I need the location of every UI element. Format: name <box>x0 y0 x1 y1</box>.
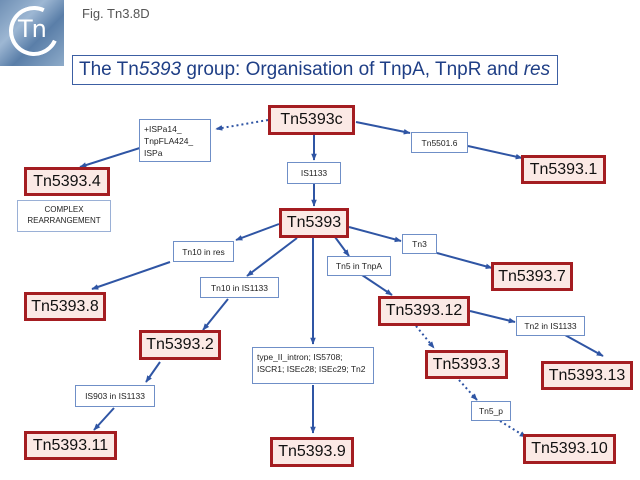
link-tn3-to-tn5393-7 <box>436 252 493 270</box>
link-tn5393-to-tn5tnpa <box>334 236 350 257</box>
link-tn5393-to-tn3 <box>348 226 402 243</box>
node-tn5393-2: Tn5393.2 <box>139 330 221 360</box>
edge-label-tn5p: Tn5_p <box>471 401 511 421</box>
edge-label-tn2-is1133: Tn2 in IS1133 <box>516 316 585 336</box>
node-tn5393-8: Tn5393.8 <box>24 292 106 321</box>
tn-logo: Tn <box>0 0 64 66</box>
link-tn5393c-to-ispa <box>215 119 269 131</box>
edge-label-tn10-res: Tn10 in res <box>173 241 234 262</box>
node-tn5393-13: Tn5393.13 <box>541 361 633 390</box>
link-tn5393-12-to-tn2 <box>469 310 516 324</box>
link-tn5p-to-tn5393-10 <box>499 420 527 438</box>
node-tn5393-11: Tn5393.11 <box>24 431 117 460</box>
edge-label-is903: IS903 in IS1133 <box>75 385 155 407</box>
link-tn5393-to-tn10res <box>235 223 280 241</box>
link-tn5393-3-to-tn5p <box>458 379 478 401</box>
link-ispa-to-tn5393-4 <box>79 145 147 168</box>
node-tn5393c: Tn5393c <box>268 105 355 135</box>
node-tn5393-7: Tn5393.7 <box>491 262 573 291</box>
node-tn5393-10: Tn5393.10 <box>523 434 616 464</box>
edge-label-type2-intron: type_II_intron; IS5708; ISCR1; ISEc28; I… <box>252 347 374 384</box>
logo-text: Tn <box>18 15 47 43</box>
link-is903-to-tn5393-11 <box>93 407 115 431</box>
node-tn5393-4: Tn5393.4 <box>24 167 110 196</box>
link-tn5393-to-tn10is1133 <box>246 237 298 277</box>
figure-label: Fig. Tn3.8D <box>82 6 150 21</box>
edge-label-is1133: IS1133 <box>287 162 341 184</box>
link-tn5393-2-to-is903 <box>145 361 161 383</box>
edge-label-tn3: Tn3 <box>402 234 437 254</box>
node-tn5393-1: Tn5393.1 <box>521 155 606 184</box>
edge-label-tn10-is1133: Tn10 in IS1133 <box>200 277 279 298</box>
edge-label-ispa: +ISPa14_ TnpFLA424_ ISPa <box>139 119 211 162</box>
link-tn5393-12-to-tn5393-3 <box>415 325 435 349</box>
link-tn2-to-tn5393-13 <box>564 334 604 357</box>
link-tn10is1133-to-tn5393-2 <box>202 298 229 331</box>
node-tn5393-12: Tn5393.12 <box>378 296 470 326</box>
link-tn5501-to-tn5393-1 <box>467 145 523 160</box>
page-title: The Tn5393 group: Organisation of TnpA, … <box>72 55 558 85</box>
node-tn5393-9: Tn5393.9 <box>270 437 354 467</box>
note-complex-rearrangement: COMPLEX REARRANGEMENT <box>17 200 111 232</box>
node-tn5393-3: Tn5393.3 <box>425 350 508 379</box>
link-tn10res-to-tn5393-8 <box>91 261 171 290</box>
edge-label-tn5-tnpa: Tn5 in TnpA <box>327 256 391 276</box>
link-tn5393c-to-tn5501 <box>355 121 411 135</box>
node-tn5393: Tn5393 <box>279 208 349 238</box>
link-tn5tnpa-to-tn5393-12 <box>361 274 393 296</box>
edge-label-tn5501: Tn5501.6 <box>411 132 468 153</box>
